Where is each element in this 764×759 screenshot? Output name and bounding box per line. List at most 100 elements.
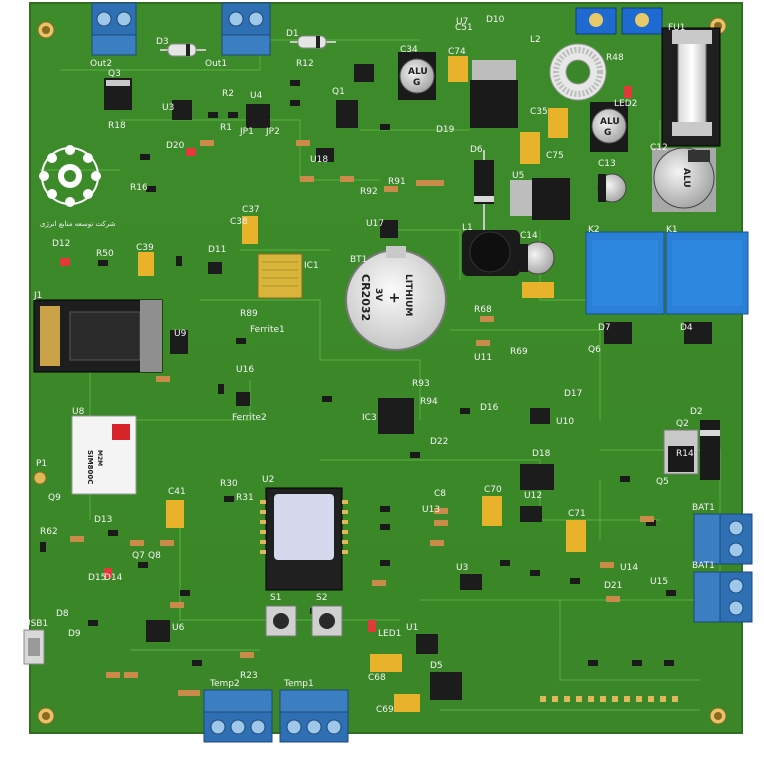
toroid-inductor-l3 <box>549 43 607 101</box>
bat1-label: BAT1 <box>692 503 715 513</box>
led2-label: LED2 <box>614 99 637 109</box>
antenna-connector-p1 <box>33 471 47 485</box>
d18-label: D18 <box>532 449 551 459</box>
trimmer-potentiometers[interactable] <box>575 7 663 35</box>
u16-label: U16 <box>236 365 254 375</box>
terminal-out2[interactable] <box>91 2 137 56</box>
u10-label: U10 <box>556 417 574 427</box>
d22-label: D22 <box>430 437 448 447</box>
out1-label: Out1 <box>205 59 227 69</box>
usb-connector-usb1[interactable] <box>23 629 45 665</box>
q7-label: Q7 <box>132 551 145 561</box>
sim-card-holder-j1[interactable] <box>33 299 163 373</box>
r2-label: R2 <box>222 89 234 99</box>
r68-label: R68 <box>474 305 492 315</box>
d15-label: D15 <box>88 573 106 583</box>
terminal-temp2[interactable] <box>203 689 273 743</box>
ic3-label: IC3 <box>362 413 377 423</box>
r23-label: R23 <box>240 671 258 681</box>
regulator-u7 <box>470 60 518 128</box>
c51-label: C51 <box>455 23 473 33</box>
wifi-module-u2 <box>260 487 348 591</box>
c68-label: C68 <box>368 673 386 683</box>
svg-text:G: G <box>413 78 420 88</box>
q2-label: Q2 <box>676 419 689 429</box>
svg-text:شرکت توسعه منابع انرژی: شرکت توسعه منابع انرژی <box>40 220 116 228</box>
svg-text:ALU: ALU <box>408 67 428 77</box>
c14-label: C14 <box>520 231 538 241</box>
push-button-s1[interactable] <box>265 605 297 637</box>
d21-label: D21 <box>604 581 622 591</box>
temp1-label: Temp1 <box>283 679 314 689</box>
relay-k1 <box>665 231 749 315</box>
j1-label: J1 <box>33 291 42 301</box>
battery-type: LITHIUM <box>403 274 413 316</box>
jp2-label: JP2 <box>265 127 280 137</box>
c39-label: C39 <box>136 243 154 253</box>
company-logo: شرکت توسعه منابع انرژی <box>39 145 116 228</box>
u18-label: U18 <box>310 155 328 165</box>
u2-label: U2 <box>262 475 274 485</box>
d14-label: D14 <box>104 573 123 583</box>
svg-text:M2M: M2M <box>96 450 103 466</box>
terminal-temp1[interactable] <box>279 689 349 743</box>
electrolytic-cap-c14 <box>520 241 555 275</box>
c74-label: C74 <box>448 47 466 57</box>
u11-label: U11 <box>474 353 492 363</box>
leds <box>60 86 632 632</box>
jp1-label: JP1 <box>239 127 254 137</box>
coin-cell-battery-bt1: LITHIUM + 3V CR2032 <box>345 246 447 351</box>
s2-label: S2 <box>316 593 327 603</box>
ic1-chip <box>257 253 303 299</box>
sim800c-module-u8: SIM800C M2M <box>71 415 137 495</box>
q9-label: Q9 <box>48 493 61 503</box>
electrolytic-cap-c34: ALU G <box>398 52 436 100</box>
c34-label: C34 <box>400 45 418 55</box>
electrolytic-cap-small-1 <box>597 173 627 203</box>
c70-label: C70 <box>484 485 502 495</box>
u13-label: U13 <box>422 505 440 515</box>
d5-label: D5 <box>430 661 443 671</box>
pin-header-row <box>540 696 678 702</box>
bat2-label: BAT1 <box>692 561 715 571</box>
diode-d3 <box>160 43 206 57</box>
led1-label: LED1 <box>378 629 401 639</box>
u3-label: U3 <box>456 563 468 573</box>
q6-label: Q6 <box>588 345 601 355</box>
u17-label: U17 <box>366 219 384 229</box>
k1-label: K1 <box>666 225 678 235</box>
c12-label: C12 <box>650 143 668 153</box>
r1-label: R1 <box>220 123 232 133</box>
terminal-bat1-b[interactable] <box>693 571 753 623</box>
c75-label: C75 <box>546 151 564 161</box>
u7-label: U7 <box>456 17 468 27</box>
r69-label: R69 <box>510 347 528 357</box>
r16-label: R16 <box>130 183 148 193</box>
usb1-label: USB1 <box>24 619 48 629</box>
s1-label: S1 <box>270 593 281 603</box>
terminal-bat1-a[interactable] <box>693 513 753 565</box>
u4-label: U4 <box>250 91 263 101</box>
c13-label: C13 <box>598 159 616 169</box>
svg-text:ALU: ALU <box>600 117 620 127</box>
d20-label: D20 <box>166 141 185 151</box>
relay-k2 <box>585 231 665 315</box>
u5-label: U5 <box>512 171 524 181</box>
q5-label: Q5 <box>656 477 669 487</box>
diode-d1 <box>290 35 336 49</box>
diode-d6 <box>474 150 494 230</box>
u9-label: U9 <box>174 329 187 339</box>
c8-label: C8 <box>434 489 446 499</box>
svg-text:G: G <box>604 128 611 138</box>
diode-d2 <box>700 420 720 480</box>
d9-label: D9 <box>68 629 81 639</box>
terminal-out1[interactable] <box>221 2 271 56</box>
r91-label: R91 <box>388 177 406 187</box>
out2-label: Out2 <box>90 59 112 69</box>
d2-label: D2 <box>690 407 703 417</box>
fuse-holder[interactable] <box>661 27 721 147</box>
c41-label: C41 <box>168 487 186 497</box>
c37-label: C37 <box>242 205 260 215</box>
d6-label: D6 <box>470 145 483 155</box>
push-button-s2[interactable] <box>311 605 343 637</box>
